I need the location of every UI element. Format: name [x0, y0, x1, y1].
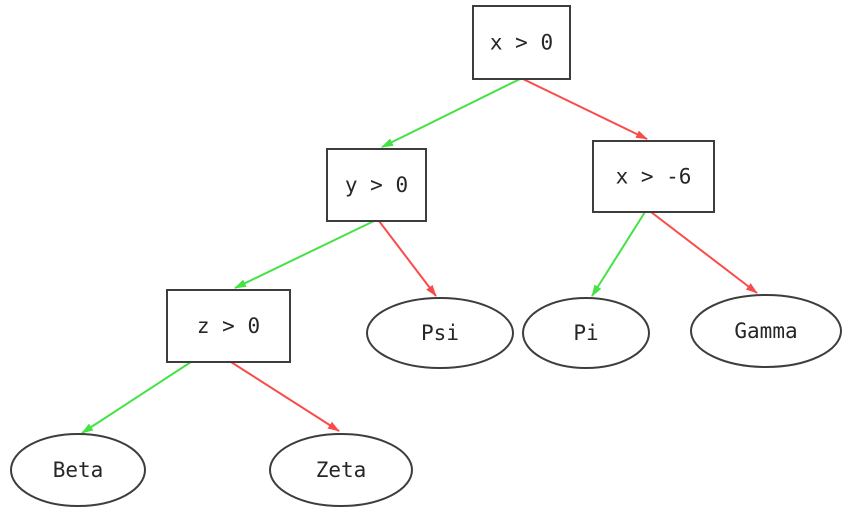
- edge-z_gt_0-to-zeta-false: [230, 361, 340, 432]
- edge-z_gt_0-to-beta-true: [81, 361, 192, 434]
- decision-node-z_gt_0: z > 0: [166, 289, 291, 363]
- edge-x_gt_neg6-to-pi-true: [591, 211, 646, 297]
- edge-x_gt_neg6-to-gamma-false: [650, 211, 758, 294]
- edge-x_gt_0-to-x_gt_neg6-false: [522, 78, 648, 140]
- node-label-gamma: Gamma: [734, 319, 797, 343]
- leaf-node-gamma: Gamma: [690, 294, 842, 368]
- node-label-pi: Pi: [573, 321, 598, 345]
- decision-node-x_gt_0: x > 0: [472, 5, 571, 80]
- node-label-x_gt_neg6: x > -6: [616, 165, 692, 189]
- edge-y_gt_0-to-z_gt_0-true: [234, 220, 375, 289]
- node-label-z_gt_0: z > 0: [197, 314, 260, 338]
- edge-x_gt_0-to-y_gt_0-true: [381, 78, 521, 148]
- decision-node-y_gt_0: y > 0: [326, 148, 427, 222]
- leaf-node-pi: Pi: [522, 297, 650, 369]
- node-label-x_gt_0: x > 0: [490, 31, 553, 55]
- node-label-beta: Beta: [53, 458, 104, 482]
- edge-y_gt_0-to-psi-false: [378, 220, 437, 297]
- leaf-node-beta: Beta: [10, 433, 146, 507]
- decision-node-x_gt_neg6: x > -6: [592, 140, 715, 213]
- leaf-node-zeta: Zeta: [269, 433, 413, 507]
- leaf-node-psi: Psi: [366, 297, 514, 369]
- node-label-zeta: Zeta: [316, 458, 367, 482]
- node-label-psi: Psi: [421, 321, 459, 345]
- node-label-y_gt_0: y > 0: [345, 173, 408, 197]
